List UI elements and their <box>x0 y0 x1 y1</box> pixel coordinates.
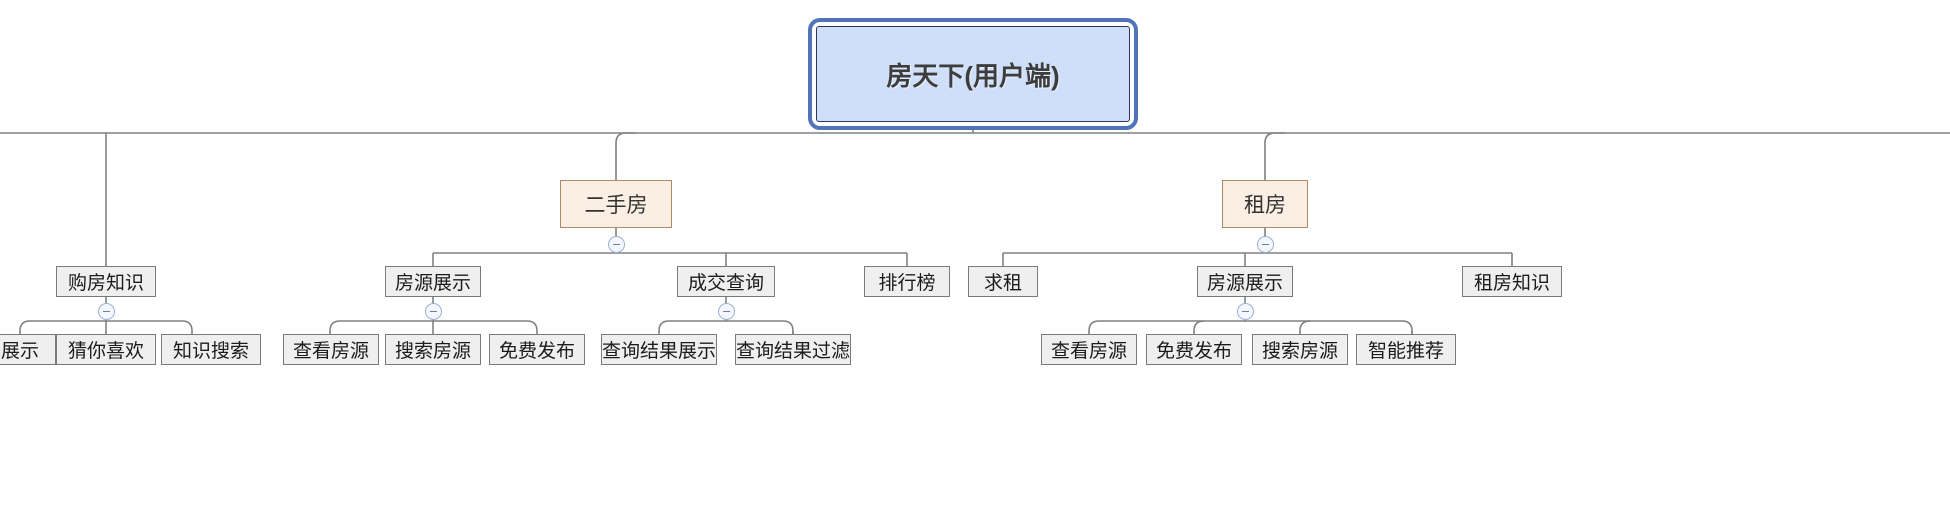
minus-icon <box>1262 244 1269 245</box>
node-zufang[interactable]: 租房 <box>1222 180 1308 228</box>
leaf-zhinengtuijian-label: 智能推荐 <box>1367 341 1444 362</box>
node-goufangzhishi[interactable]: 购房知识 <box>56 266 156 297</box>
node-fangyuanzhanshi-zufang[interactable]: 房源展示 <box>1197 266 1293 297</box>
node-root-label: 房天下(用户端) <box>886 60 1060 91</box>
leaf-sousuofangyuan-ershoufang[interactable]: 搜索房源 <box>385 334 481 365</box>
node-paihangbang[interactable]: 排行榜 <box>864 266 950 297</box>
node-fangyuanzhanshi-zufang-label: 房源展示 <box>1206 273 1283 294</box>
node-fangyuanzhanshi-ershoufang-label: 房源展示 <box>394 273 471 294</box>
leaf-chakanfangyuan-ershoufang[interactable]: 查看房源 <box>283 334 379 365</box>
leaf-chakanfangyuan-zufang[interactable]: 查看房源 <box>1041 334 1137 365</box>
leaf-cainixihuan[interactable]: 猜你喜欢 <box>56 334 156 365</box>
leaf-sousuofangyuan-ershoufang-label: 搜索房源 <box>394 341 471 362</box>
leaf-zhishisousuo[interactable]: 知识搜索 <box>161 334 261 365</box>
leaf-chaxunjieguozhanshi[interactable]: 查询结果展示 <box>601 334 717 365</box>
leaf-sousuofangyuan-zufang-label: 搜索房源 <box>1261 341 1338 362</box>
leaf-zhishisousuo-label: 知识搜索 <box>172 341 249 362</box>
node-qiuzu-label: 求租 <box>983 273 1022 294</box>
leaf-chaxunjieguoguolv[interactable]: 查询结果过滤 <box>735 334 851 365</box>
leaf-chakanfangyuan-ershoufang-label: 查看房源 <box>292 341 369 362</box>
collapse-toggle-fangyuanzhanshi-1[interactable] <box>425 303 442 320</box>
leaf-mianfeifabu-ershoufang-label: 免费发布 <box>498 341 575 362</box>
node-ershoufang[interactable]: 二手房 <box>560 180 672 228</box>
leaf-cainixihuan-label: 猜你喜欢 <box>67 341 144 362</box>
collapse-toggle-ershoufang[interactable] <box>608 236 625 253</box>
node-chengjiaochaxun[interactable]: 成交查询 <box>677 266 775 297</box>
minus-icon <box>430 311 437 312</box>
root-selection-outline <box>808 18 1138 130</box>
node-zufangzhishi[interactable]: 租房知识 <box>1462 266 1562 297</box>
collapse-toggle-fangyuanzhanshi-2[interactable] <box>1237 303 1254 320</box>
minus-icon <box>723 311 730 312</box>
node-goufangzhishi-label: 购房知识 <box>67 273 144 294</box>
collapse-toggle-chengjiaochaxun[interactable] <box>718 303 735 320</box>
leaf-zhinengtuijian[interactable]: 智能推荐 <box>1356 334 1456 365</box>
collapse-toggle-zufang[interactable] <box>1257 236 1274 253</box>
leaf-chaxunjieguozhanshi-label: 查询结果展示 <box>602 341 717 362</box>
leaf-zhanshi-label: 展示 <box>0 341 39 362</box>
leaf-chakanfangyuan-zufang-label: 查看房源 <box>1050 341 1127 362</box>
leaf-mianfeifabu-zufang[interactable]: 免费发布 <box>1146 334 1242 365</box>
node-zufangzhishi-label: 租房知识 <box>1473 273 1550 294</box>
leaf-mianfeifabu-ershoufang[interactable]: 免费发布 <box>489 334 585 365</box>
node-zufang-label: 租房 <box>1244 194 1286 217</box>
collapse-toggle-goufangzhishi[interactable] <box>98 303 115 320</box>
leaf-mianfeifabu-zufang-label: 免费发布 <box>1155 341 1232 362</box>
node-chengjiaochaxun-label: 成交查询 <box>687 273 764 294</box>
leaf-zhanshi[interactable]: 展示 <box>0 334 56 365</box>
node-paihangbang-label: 排行榜 <box>878 273 936 294</box>
node-fangyuanzhanshi-ershoufang[interactable]: 房源展示 <box>385 266 481 297</box>
minus-icon <box>613 244 620 245</box>
node-ershoufang-label: 二手房 <box>584 194 648 217</box>
node-root[interactable]: 房天下(用户端) <box>816 26 1130 122</box>
leaf-sousuofangyuan-zufang[interactable]: 搜索房源 <box>1252 334 1348 365</box>
leaf-chaxunjieguoguolv-label: 查询结果过滤 <box>736 341 851 362</box>
minus-icon <box>1242 311 1249 312</box>
minus-icon <box>103 311 110 312</box>
node-qiuzu[interactable]: 求租 <box>968 266 1038 297</box>
